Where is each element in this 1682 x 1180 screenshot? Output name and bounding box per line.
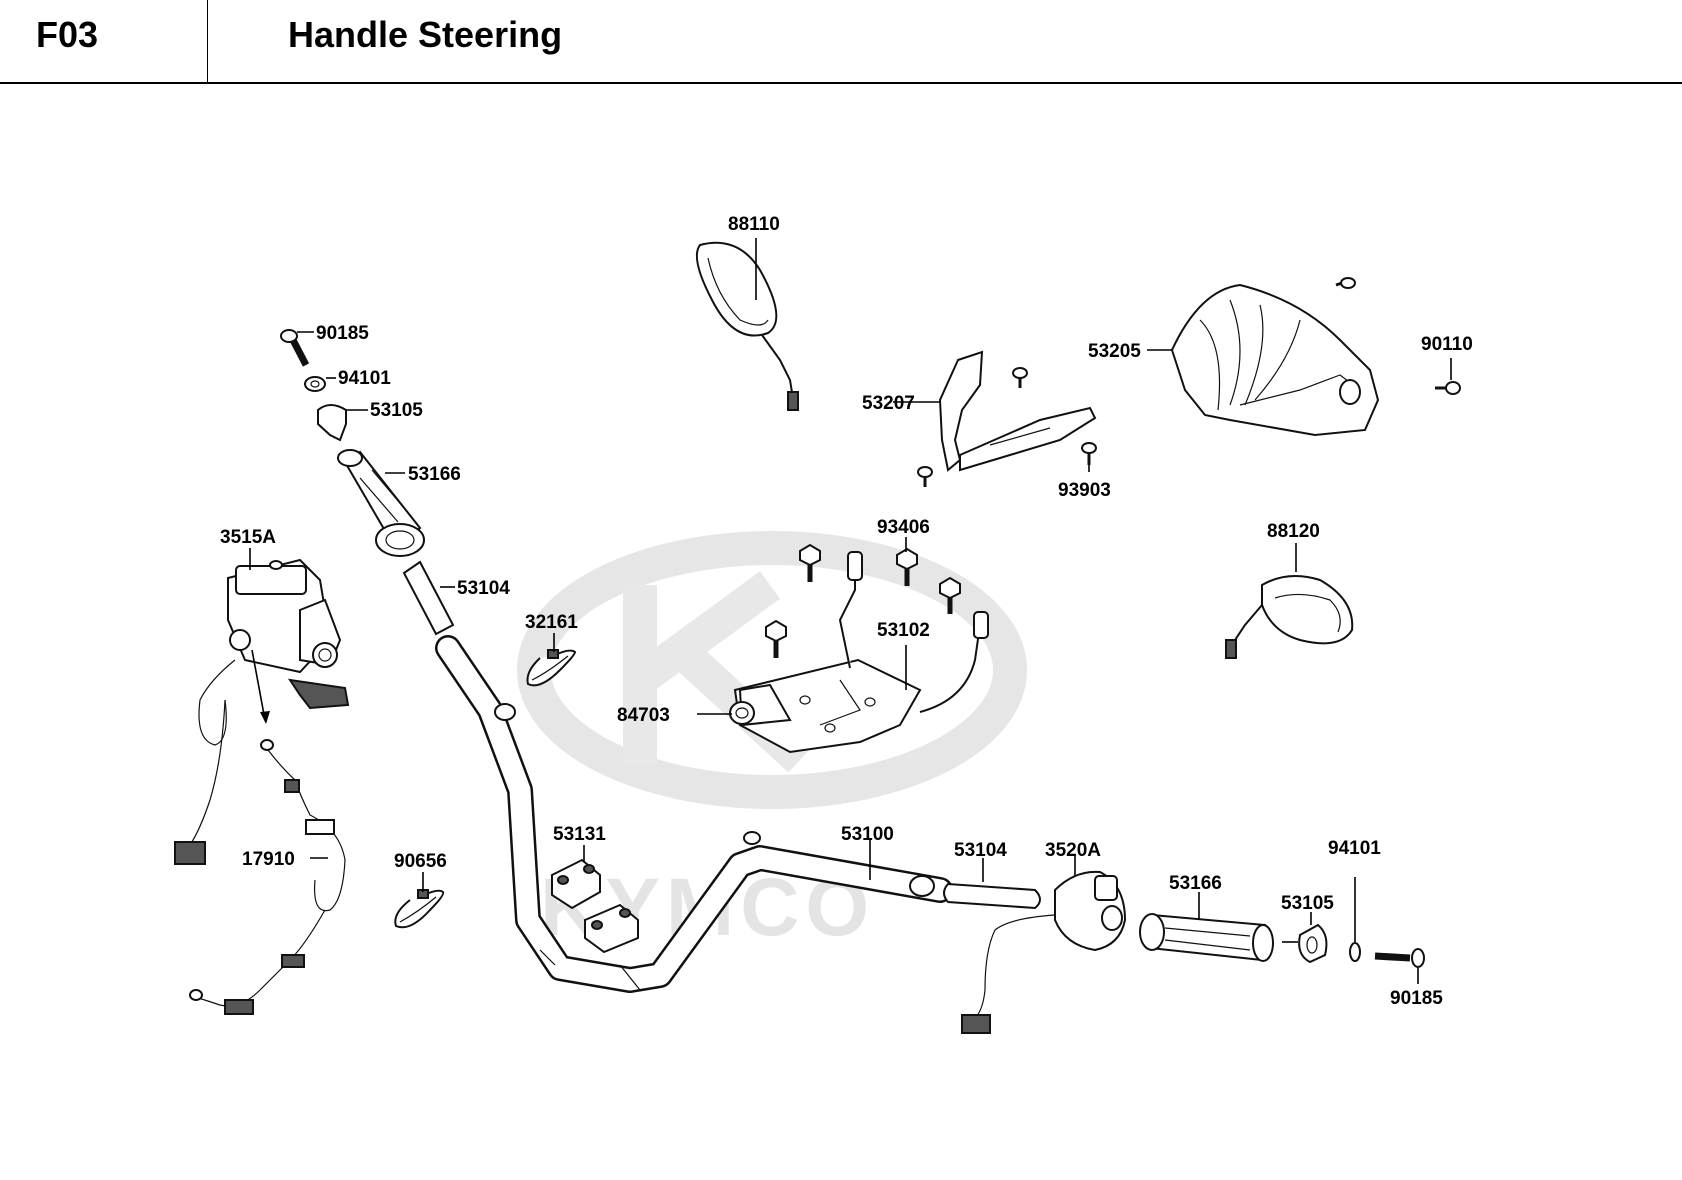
page-header: F03 Handle Steering xyxy=(0,0,1682,84)
weight-right-part xyxy=(1298,923,1328,964)
sleeve-right-part xyxy=(943,882,1041,910)
label-weight-right: 53105 xyxy=(1281,893,1334,914)
label-washer-left: 94101 xyxy=(338,368,391,389)
switch-right-part xyxy=(961,870,1127,1034)
label-damper: 84703 xyxy=(617,705,670,726)
holder-part xyxy=(551,858,639,954)
label-handlebar: 53100 xyxy=(841,824,894,845)
screw-side-part xyxy=(917,367,1097,487)
mirror-right-part xyxy=(1225,575,1354,659)
bolt-left-part xyxy=(280,329,310,367)
mirror-left-part xyxy=(696,241,799,411)
band-upper-part xyxy=(526,649,577,687)
label-cover-front: 53205 xyxy=(1088,341,1141,362)
label-weight-left: 53105 xyxy=(370,400,423,421)
label-harness: 17910 xyxy=(242,849,295,870)
page-title: Handle Steering xyxy=(288,14,563,55)
cover-side-part xyxy=(938,350,1097,472)
grip-right-part xyxy=(1139,913,1274,962)
handlebar-part xyxy=(435,635,953,993)
label-bracket: 53102 xyxy=(877,620,930,641)
washer-left-part xyxy=(304,376,326,392)
master-cylinder-part xyxy=(174,558,350,865)
label-grip-right: 53166 xyxy=(1169,873,1222,894)
label-cover-side: 53207 xyxy=(862,393,915,414)
label-holder: 53131 xyxy=(553,824,606,845)
section-code: F03 xyxy=(36,14,99,55)
cover-front-part xyxy=(1170,283,1380,437)
bracket-bolts-part xyxy=(765,543,961,658)
label-washer-right: 94101 xyxy=(1328,838,1381,859)
label-mirror-right: 88120 xyxy=(1267,521,1320,542)
label-mirror-left: 88110 xyxy=(728,214,780,235)
label-master-cylinder: 3515A xyxy=(220,527,276,548)
label-screw-side: 93903 xyxy=(1058,480,1111,501)
bracket-part xyxy=(729,551,989,754)
sleeve-left-part xyxy=(402,560,455,636)
label-bolt-right: 90185 xyxy=(1390,988,1443,1009)
bolt-right-part xyxy=(1374,948,1425,968)
label-sleeve-left: 53104 xyxy=(457,578,510,599)
label-band-upper: 32161 xyxy=(525,612,578,633)
harness-part xyxy=(189,739,346,1015)
header-divider xyxy=(207,0,208,82)
label-grip-left: 53166 xyxy=(408,464,461,485)
label-bolt-left: 90185 xyxy=(316,323,369,344)
screw-front-part xyxy=(1335,277,1461,395)
grip-left-part xyxy=(337,449,425,557)
washer-right-part xyxy=(1349,942,1361,962)
weight-left-part xyxy=(317,404,347,442)
band-lower-part xyxy=(394,889,445,929)
label-switch-right: 3520A xyxy=(1045,840,1101,861)
label-bolt-bracket: 93406 xyxy=(877,517,930,538)
label-band-lower: 90656 xyxy=(394,851,447,872)
label-sleeve-right: 53104 xyxy=(954,840,1007,861)
label-screw-front: 90110 xyxy=(1421,334,1473,355)
